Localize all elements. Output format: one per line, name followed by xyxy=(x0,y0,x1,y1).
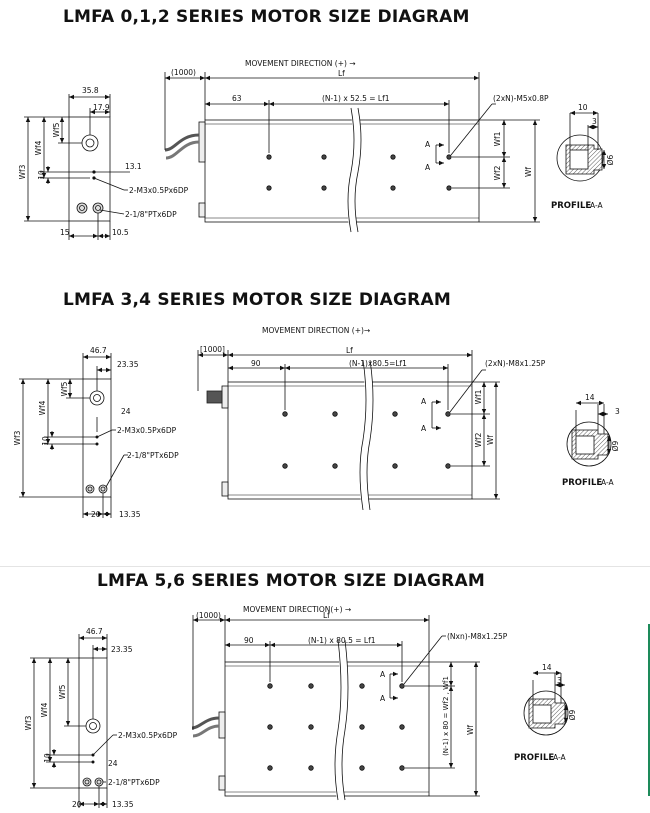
section-a-bot: A xyxy=(425,163,431,172)
section-a-top: A xyxy=(380,670,386,679)
callout-pt: 2-1/8"PTx6DP xyxy=(127,451,179,460)
dim-lf1: (N-1) x 52.5 = Lf1 xyxy=(322,94,390,103)
dim-lf: Lf xyxy=(346,346,353,355)
callout-m3: 2-M3x0.5Px6DP xyxy=(129,186,189,195)
dim-20: 20 xyxy=(72,800,82,809)
profile-dim-dia: Ø9 xyxy=(568,709,577,720)
dim-90: 90 xyxy=(251,359,261,368)
dim-wf2: Wf2 xyxy=(474,432,483,447)
section-1-title: LMFA 0,1,2 SERIES MOTOR SIZE DIAGRAM xyxy=(63,7,470,27)
profile-aa: A-A xyxy=(601,478,615,487)
profile-dim-dia: Ø6 xyxy=(606,154,615,165)
dim-13-1: 13.1 xyxy=(125,162,142,171)
dim-wf1: Wf1 xyxy=(474,389,483,404)
section-a-bot: A xyxy=(380,694,386,703)
dim-wf3: Wf3 xyxy=(18,164,27,179)
profile-dim-14: 14 xyxy=(542,663,552,672)
dim-46-7: 46.7 xyxy=(86,627,103,636)
profile-aa: A-A xyxy=(553,753,567,762)
dim-10-5: 10.5 xyxy=(112,228,129,237)
callout-holes: (2xN)-M8x1.25P xyxy=(485,359,546,368)
dim-wf3: Wf3 xyxy=(13,430,22,445)
profile-aa: A-A xyxy=(590,201,604,210)
dim-23-35: 23.35 xyxy=(117,360,139,369)
dim-23-35: 23.35 xyxy=(111,645,133,654)
dim-wf4: Wf4 xyxy=(40,702,49,717)
dim-wf: Wf xyxy=(524,167,533,177)
dim-wf1: Wf1 xyxy=(493,131,502,146)
section-1-side-view xyxy=(24,94,130,240)
section-3-profile xyxy=(523,670,569,736)
profile-dim-3: 3 xyxy=(592,117,597,126)
callout-holes: (2xN)-M5x0.8P xyxy=(493,94,549,103)
movement-direction: MOVEMENT DIRECTION (+)→ xyxy=(262,326,370,335)
dim-10: 10 xyxy=(37,170,46,180)
dim-lf: Lf xyxy=(323,611,330,620)
section-2-profile xyxy=(566,400,612,467)
dim-wf5: Wf5 xyxy=(60,381,69,396)
section-1-profile xyxy=(556,110,607,182)
dim-wf: Wf xyxy=(466,725,475,735)
dim-10: 10 xyxy=(43,753,52,763)
section-2-main-view xyxy=(197,350,500,511)
dim-13-35: 13.35 xyxy=(112,800,134,809)
callout-holes: (Nxn)-M8x1.25P xyxy=(447,632,508,641)
dim-35-8: 35.8 xyxy=(82,86,99,95)
dim-15: 15 xyxy=(60,228,70,237)
dim-63: 63 xyxy=(232,94,242,103)
section-divider xyxy=(0,566,650,567)
profile-label: PROFILE xyxy=(551,201,591,211)
dim-17-9: 17.9 xyxy=(93,103,110,112)
dim-lf: Lf xyxy=(338,69,345,78)
dim-20: 20 xyxy=(91,510,101,519)
section-3-title: LMFA 5,6 SERIES MOTOR SIZE DIAGRAM xyxy=(97,571,485,591)
dim-lf1: (N-1)x80.5=Lf1 xyxy=(349,359,407,368)
dim-lf1: (N-1) x 80.5 = Lf1 xyxy=(308,636,376,645)
section-a-top: A xyxy=(425,140,431,149)
dim-wf1-wf2: (N-1) x 80 = Wf2 , Wf1 xyxy=(442,676,450,756)
section-2-drawing: 46.7 23.35 Wf3 Wf4 Wf5 10 24 2-M3x0.5Px6… xyxy=(13,326,620,519)
dim-wf5: Wf5 xyxy=(58,684,67,699)
dim-wf4: Wf4 xyxy=(38,400,47,415)
dim-46-7: 46.7 xyxy=(90,346,107,355)
dim-24: 24 xyxy=(121,407,131,416)
profile-label: PROFILE xyxy=(514,753,554,763)
section-2-title: LMFA 3,4 SERIES MOTOR SIZE DIAGRAM xyxy=(63,290,451,310)
dim-wf3: Wf3 xyxy=(24,715,33,730)
callout-m3: 2-M3x0.5Px6DP xyxy=(118,731,178,740)
movement-direction: MOVEMENT DIRECTION (+) → xyxy=(245,59,356,68)
dim-90: 90 xyxy=(244,636,254,645)
dim-wf4: Wf4 xyxy=(34,140,43,155)
dim-cable: [1000] xyxy=(200,345,225,354)
profile-dim-3: 3 xyxy=(557,676,562,685)
section-a-top: A xyxy=(421,397,427,406)
callout-pt: 2-1/8"PTx6DP xyxy=(125,210,177,219)
profile-dim-3: 3 xyxy=(615,407,620,416)
dim-cable: (1000) xyxy=(171,68,196,77)
profile-dim-14: 14 xyxy=(585,393,595,402)
section-3-side-view xyxy=(30,634,117,808)
accent-bar xyxy=(648,624,650,796)
dim-10: 10 xyxy=(41,436,50,446)
section-2-side-view xyxy=(19,353,128,518)
section-a-bot: A xyxy=(421,424,427,433)
section-3-drawing: 46.7 23.35 Wf3 Wf4 Wf5 10 24 2-M3x0.5Px6… xyxy=(24,605,577,809)
dim-24: 24 xyxy=(108,759,118,768)
dim-13-35: 13.35 xyxy=(119,510,141,519)
dim-cable: (1000) xyxy=(196,611,221,620)
section-1-main-view xyxy=(164,72,540,233)
section-3-main-view xyxy=(191,615,480,801)
movement-direction: MOVEMENT DIRECTION(+) → xyxy=(243,605,351,614)
section-1-drawing: 35.8 17.9 Wf3 Wf4 Wf5 10 13.1 2-M3x0.5Px… xyxy=(18,59,615,240)
callout-pt: 2-1/8"PTx6DP xyxy=(108,778,160,787)
profile-dim-dia: Ø9 xyxy=(611,440,620,451)
dim-wf: Wf xyxy=(486,435,495,445)
profile-label: PROFILE xyxy=(562,478,602,488)
profile-dim-10: 10 xyxy=(578,103,588,112)
dim-wf5: Wf5 xyxy=(52,122,61,137)
callout-m3: 2-M3x0.5Px6DP xyxy=(117,426,177,435)
dim-wf2: Wf2 xyxy=(493,165,502,180)
